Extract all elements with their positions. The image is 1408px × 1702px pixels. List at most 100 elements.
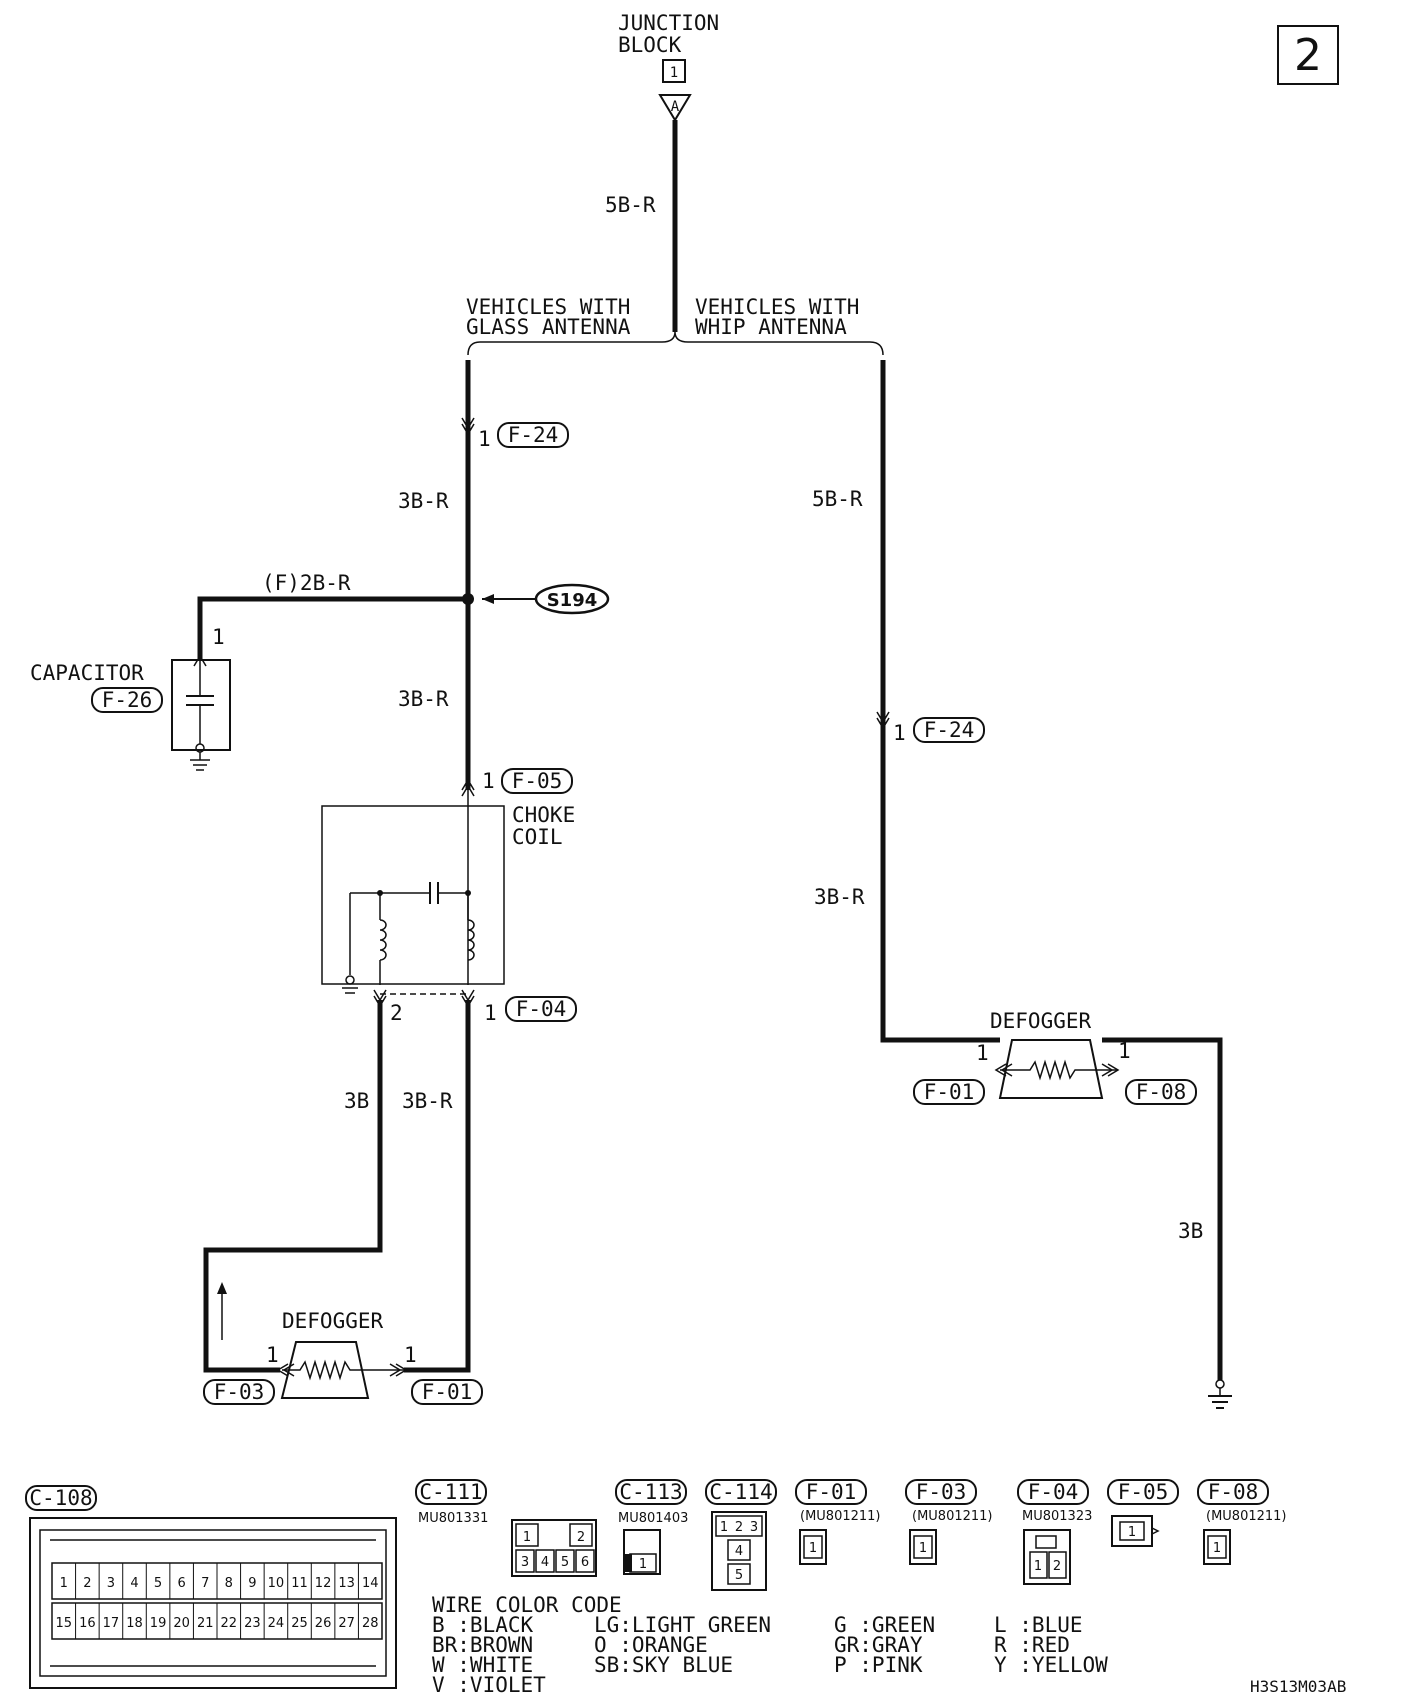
wire-label-top: 5B-R <box>605 193 656 217</box>
defogger-right-shape <box>998 1039 1104 1099</box>
c114-pin-1: 1 <box>720 1520 728 1535</box>
capacitor-pin: 1 <box>212 625 225 649</box>
f01-part: (MU801211) <box>800 1509 881 1524</box>
c108-pin: 15 <box>56 1616 73 1631</box>
f04-pin-2: 2 <box>1053 1559 1061 1574</box>
connector-c113: C-113 MU801403 1 <box>615 1479 688 1575</box>
color-sb: SB:SKY BLUE <box>594 1653 733 1677</box>
defogger-right-conn-right: F-08 <box>1136 1080 1187 1104</box>
c114-pin-2: 2 <box>735 1520 743 1535</box>
branch-glass-2: GLASS ANTENNA <box>466 315 631 339</box>
wire-color-code: WIRE COLOR CODE B :BLACK BR:BROWN W :WHI… <box>432 1593 1108 1697</box>
choke-label-2: COIL <box>512 825 563 849</box>
c111-pin-1: 1 <box>523 1530 531 1545</box>
splice-badge <box>534 583 610 615</box>
f08-pin: 1 <box>1213 1541 1221 1556</box>
doc-code: H3S13M03AB <box>1250 1677 1346 1696</box>
c108-pin: 1 <box>60 1576 68 1591</box>
choke-out-pin: 1 <box>484 1001 497 1025</box>
c111-pin-6: 6 <box>581 1555 589 1570</box>
c108-pin: 2 <box>83 1576 91 1591</box>
f04-name: F-04 <box>1028 1480 1079 1504</box>
c108-pin: 5 <box>154 1576 162 1591</box>
f01-name: F-01 <box>806 1480 857 1504</box>
page-number-box: 2 <box>1277 25 1339 85</box>
color-v: V :VIOLET <box>432 1673 546 1697</box>
c108-pin: 25 <box>291 1616 308 1631</box>
c111-pin-4: 4 <box>541 1555 549 1570</box>
branch-glass-1: VEHICLES WITH <box>466 295 630 319</box>
c108-pin: 21 <box>197 1616 214 1631</box>
color-br: BR:BROWN <box>432 1633 533 1657</box>
ground-symbol <box>1215 1379 1225 1389</box>
branch-whip-1: VEHICLES WITH <box>695 295 859 319</box>
connector-f03: F-03 (MU801211) 1 <box>905 1479 993 1565</box>
f08-part: (MU801211) <box>1206 1509 1287 1524</box>
page-number: 2 <box>1294 30 1322 81</box>
wire-label-whip-upper: 5B-R <box>812 487 863 511</box>
f05-pin: 1 <box>1128 1525 1136 1540</box>
color-gr: GR:GRAY <box>834 1633 923 1657</box>
defogger-left-conn-right: F-01 <box>422 1380 473 1404</box>
c108-pin: 6 <box>178 1576 186 1591</box>
wire-choke-ground <box>203 1000 383 1373</box>
c108-pin: 22 <box>221 1616 238 1631</box>
c108-pin: 11 <box>291 1576 308 1591</box>
c113-pin: 1 <box>639 1557 647 1572</box>
choke-label-1: CHOKE <box>512 803 575 827</box>
f03-name: F-03 <box>916 1480 967 1504</box>
connector-f04: F-04 MU801323 1 2 <box>1017 1479 1092 1585</box>
c108-pin: 17 <box>103 1616 120 1631</box>
c108-pin: 14 <box>362 1576 379 1591</box>
defogger-left-pin-right: 1 <box>404 1343 417 1367</box>
junction-block: JUNCTION BLOCK 1 A <box>618 11 719 122</box>
c114-pin-5: 5 <box>735 1568 743 1583</box>
choke-coil-box <box>321 805 505 985</box>
defogger-right-pin-right: 1 <box>1118 1039 1131 1063</box>
c108-pin: 10 <box>268 1576 285 1591</box>
c108-name: C-108 <box>29 1486 92 1510</box>
capacitor-label: CAPACITOR <box>30 661 144 685</box>
c108-pin: 3 <box>107 1576 115 1591</box>
f05-name: F-05 <box>1118 1480 1169 1504</box>
connector-c111: C-111 MU801331 1 2 3 4 5 6 <box>415 1479 597 1577</box>
color-r: R :RED <box>994 1633 1070 1657</box>
wire-whip-ground <box>1102 1037 1223 1380</box>
f04-part: MU801323 <box>1022 1509 1092 1524</box>
c113-name: C-113 <box>619 1480 682 1504</box>
c108-pin: 19 <box>150 1616 167 1631</box>
splice-label: S194 <box>547 590 598 611</box>
c111-pin-2: 2 <box>577 1530 585 1545</box>
connector-f08: F-08 (MU801211) 1 <box>1197 1479 1287 1565</box>
color-lg: LG:LIGHT GREEN <box>594 1613 771 1637</box>
c108-pin: 8 <box>225 1576 233 1591</box>
connector-f01: F-01 (MU801211) 1 <box>795 1479 881 1565</box>
whip-connector: F-24 <box>924 718 975 742</box>
choke-out-connector: F-04 <box>516 997 567 1021</box>
c111-part: MU801331 <box>418 1511 488 1526</box>
junction-block-title-1: JUNCTION <box>618 11 719 35</box>
wire-cap-branch <box>197 596 468 660</box>
c108-pin: 20 <box>173 1616 190 1631</box>
f03-pin: 1 <box>919 1541 927 1556</box>
choke-in-connector: F-05 <box>512 769 563 793</box>
wire-label-choke-ground: 3B <box>344 1089 369 1113</box>
wire-label-glass-upper: 3B-R <box>398 489 449 513</box>
choke-in-pin: 1 <box>482 769 495 793</box>
wire-whip-main <box>880 360 1000 1043</box>
connector-f05: F-05 1 <box>1107 1479 1179 1547</box>
glass-connector: F-24 <box>508 423 559 447</box>
c111-pin-5: 5 <box>561 1555 569 1570</box>
defogger-right-pin-left: 1 <box>976 1041 989 1065</box>
c108-pin: 13 <box>338 1576 355 1591</box>
c108-pin: 9 <box>248 1576 256 1591</box>
wire-label-choke-out: 3B-R <box>402 1089 453 1113</box>
c108-pin: 4 <box>130 1576 138 1591</box>
branch-whip-2: WHIP ANTENNA <box>695 315 847 339</box>
c108-pin: 28 <box>362 1616 379 1631</box>
wire-label-glass-mid: 3B-R <box>398 687 449 711</box>
defogger-right-label: DEFOGGER <box>990 1009 1092 1033</box>
capacitor-box <box>171 659 231 751</box>
c108-pin: 27 <box>338 1616 355 1631</box>
